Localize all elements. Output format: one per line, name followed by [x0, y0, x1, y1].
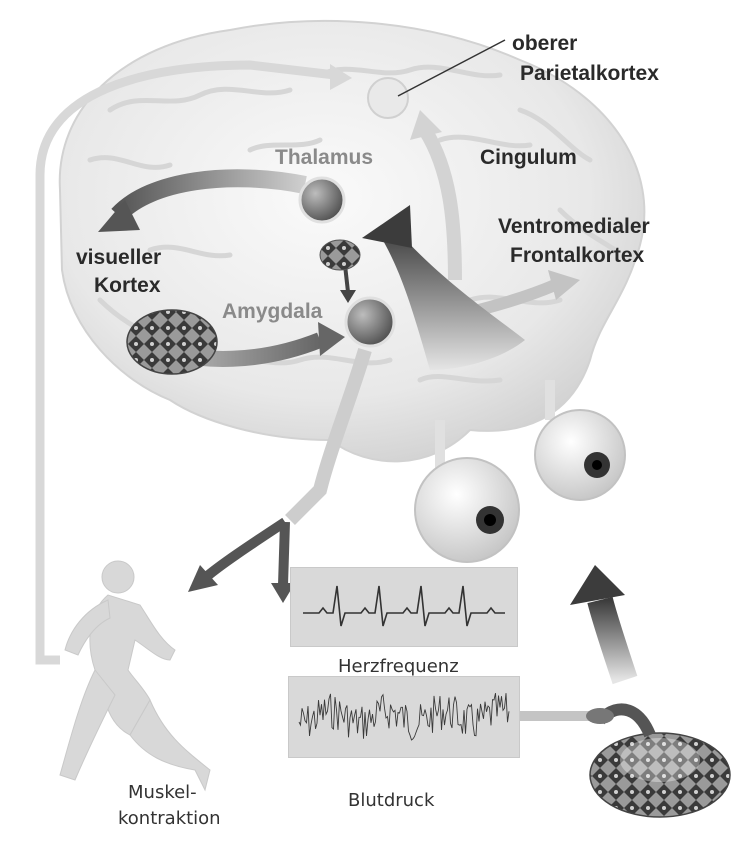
amygdala-node	[346, 298, 394, 346]
muscle-label-line1: Muskel-	[128, 782, 197, 804]
rattlesnake-icon-small	[320, 240, 360, 270]
ecg-trace-icon	[291, 568, 517, 646]
rattlesnake-icon-visual	[127, 310, 217, 374]
parietal-label-line1: oberer	[512, 32, 577, 56]
blood-pressure-label: Blutdruck	[348, 790, 434, 812]
rattlesnake-icon	[586, 708, 730, 817]
thalamus-node	[300, 178, 344, 222]
parietal-node	[368, 78, 408, 118]
snake-to-eye-arrowhead	[570, 565, 625, 605]
thalamus-label: Thalamus	[275, 146, 373, 170]
amygdala-label: Amygdala	[222, 300, 322, 324]
to-runner-arrow	[205, 522, 285, 578]
visual-cortex-label-line2: Kortex	[94, 274, 161, 298]
ventromedial-label-line1: Ventromedialer	[498, 215, 650, 239]
blood-pressure-trace-icon	[289, 677, 519, 757]
to-heart-arrow	[283, 522, 285, 585]
muscle-label-line2: kontraktion	[118, 808, 221, 830]
parietal-label-line2: Parietalkortex	[520, 62, 659, 86]
heart-rate-box	[290, 567, 518, 647]
visual-cortex-label-line1: visueller	[76, 246, 161, 270]
heart-rate-label: Herzfrequenz	[338, 656, 459, 678]
running-person-icon	[60, 561, 210, 790]
blood-pressure-box	[288, 676, 520, 758]
cingulum-label: Cingulum	[480, 146, 577, 170]
snake-to-eye-arrow	[600, 600, 625, 680]
blood-pressure-trace-line	[299, 693, 509, 740]
ventromedial-label-line2: Frontalkortex	[510, 244, 644, 268]
